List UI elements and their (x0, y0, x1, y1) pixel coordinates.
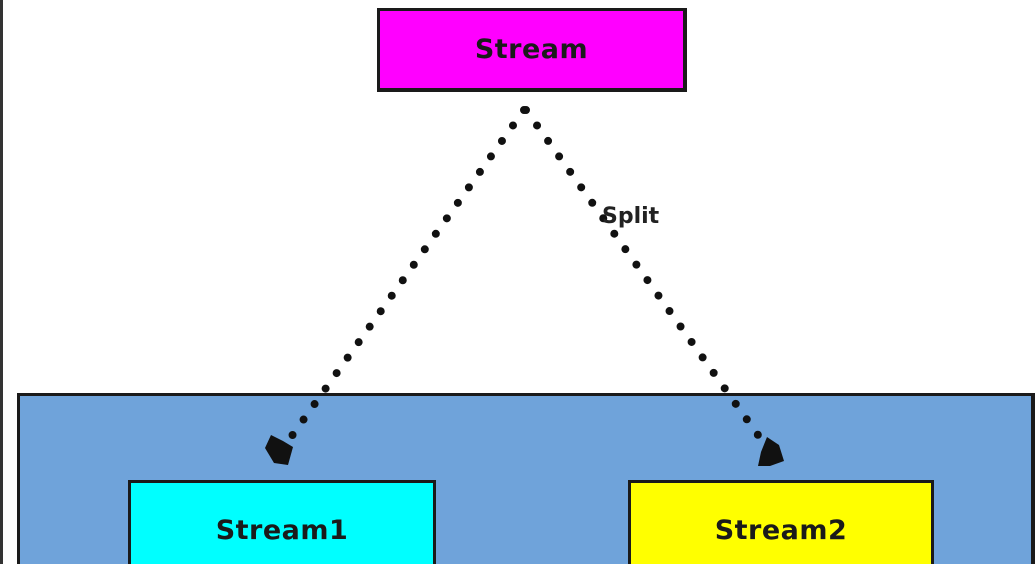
stream1-node-label: Stream1 (215, 514, 349, 546)
stream2-node-label: Stream2 (714, 514, 848, 546)
stream2-node[interactable]: Stream2 (628, 480, 934, 564)
split-edge-label: Split (602, 204, 660, 229)
stream1-node[interactable]: Stream1 (128, 480, 436, 564)
stream-node[interactable]: Stream (377, 8, 687, 92)
stream-node-label: Stream (474, 34, 589, 65)
